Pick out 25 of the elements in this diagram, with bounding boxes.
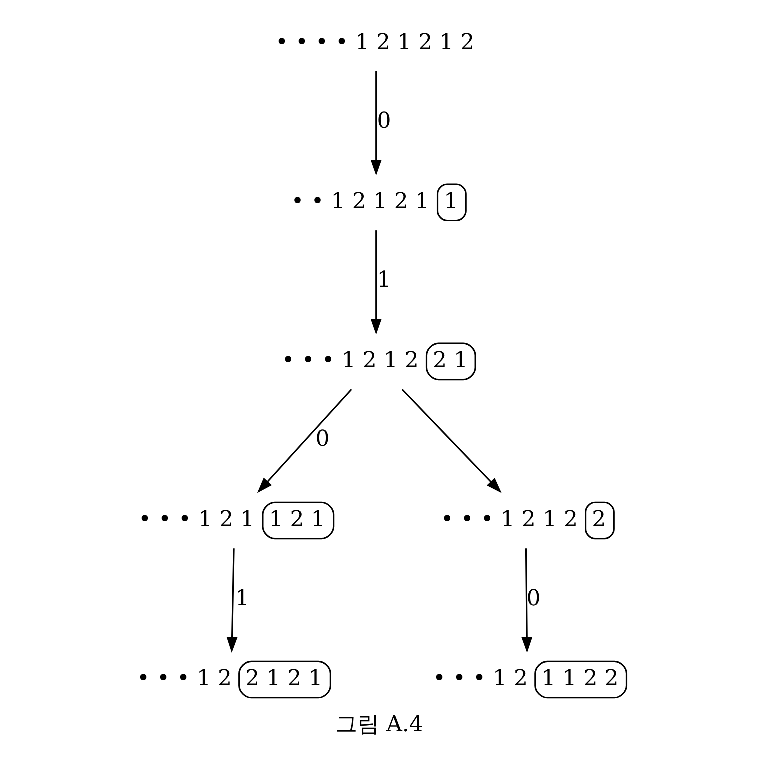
caption: 그림 A.4: [336, 712, 424, 738]
arrow: [522, 548, 533, 653]
node-label: • • • 1 2: [433, 666, 528, 692]
node-box: 2 1 2 1: [238, 660, 332, 699]
node-box: 1 2 1: [262, 502, 335, 540]
edge-label: 0: [377, 109, 392, 134]
node-box: 2: [585, 502, 615, 540]
node-label: • • 1 2 1 2 1: [291, 189, 430, 214]
node-label: • • • 1 2 1 2: [440, 508, 578, 533]
arrow: [402, 389, 502, 494]
arrow: [370, 230, 382, 335]
edge-label: 1: [377, 268, 392, 294]
node-text: • • • • 1 2 1 2 1 2: [276, 30, 475, 56]
edge-label: 0: [316, 427, 330, 452]
node-label: • • • 1 2: [136, 666, 232, 692]
edge-label: 1: [235, 586, 250, 612]
arrow: [370, 72, 382, 176]
node-label: • • • 1 2 1 2: [282, 348, 419, 374]
arrow: [257, 389, 352, 494]
edge-label: 0: [526, 586, 541, 612]
arrow: [226, 548, 238, 653]
node-box: 1: [436, 184, 467, 222]
node-box: 1 1 2 2: [534, 660, 628, 699]
node-label: • • • 1 2 1: [138, 508, 255, 533]
node-box: 2 1: [426, 342, 476, 381]
